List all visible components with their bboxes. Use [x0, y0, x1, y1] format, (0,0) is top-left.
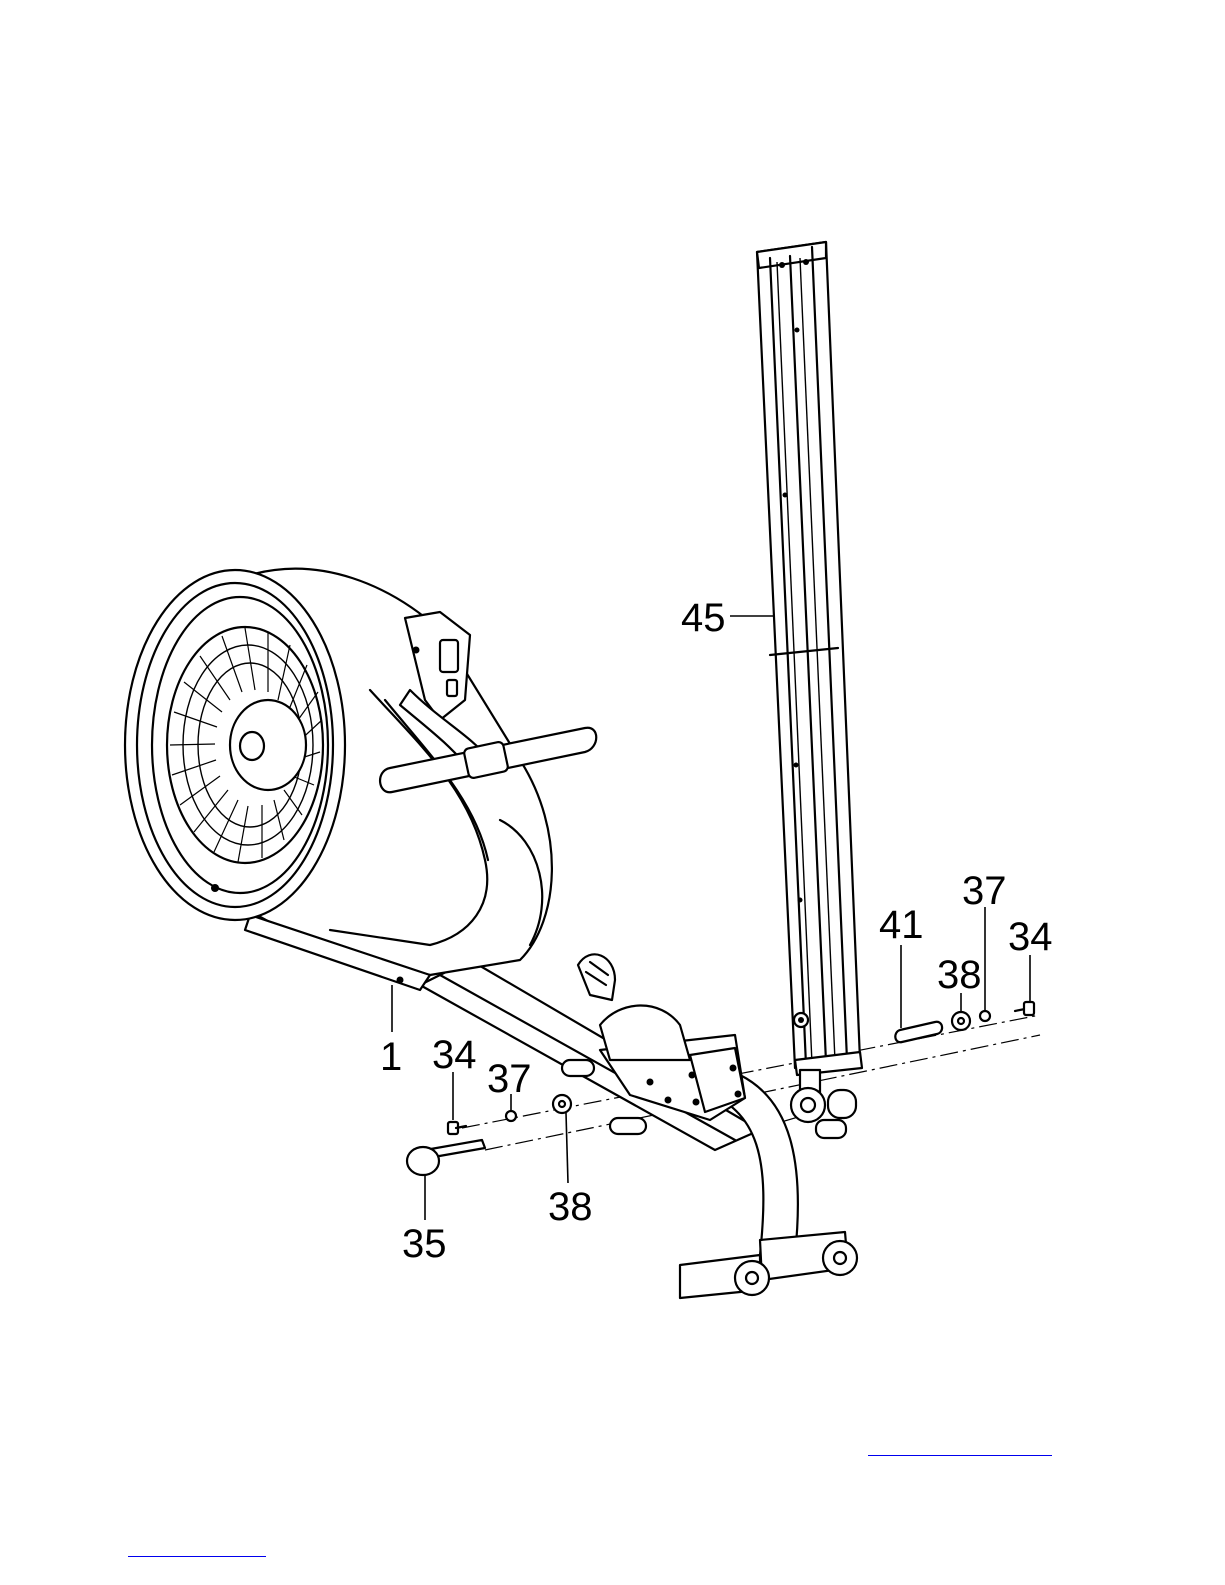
- link-underline-right[interactable]: [868, 1455, 1052, 1456]
- link-underline-left[interactable]: [128, 1556, 266, 1557]
- monitor-and-handle: [380, 612, 596, 792]
- bolt-34-right: [1015, 1002, 1034, 1015]
- label-part-35: 35: [402, 1222, 447, 1266]
- spring-washer-37-right: [980, 1011, 990, 1021]
- fan-housing: [125, 569, 552, 990]
- hardware-left: [407, 1095, 571, 1175]
- sleeve-41: [895, 1022, 942, 1042]
- label-part-34-left: 34: [432, 1033, 477, 1077]
- hardware-right: [895, 1002, 1034, 1042]
- spring-washer-37-left: [506, 1111, 516, 1121]
- label-part-34-right: 34: [1008, 915, 1053, 959]
- washer-38-left: [553, 1095, 571, 1113]
- knob-pin-35: [407, 1140, 485, 1175]
- label-part-45: 45: [681, 596, 726, 640]
- label-part-38-left: 38: [548, 1185, 593, 1229]
- label-part-37-left: 37: [487, 1057, 532, 1101]
- label-part-38-right: 38: [937, 953, 982, 997]
- label-part-41: 41: [879, 903, 924, 947]
- rail-part-45: [757, 242, 862, 1138]
- label-part-1: 1: [380, 1035, 402, 1079]
- washer-38-right: [952, 1012, 970, 1030]
- label-part-37-right: 37: [962, 869, 1007, 913]
